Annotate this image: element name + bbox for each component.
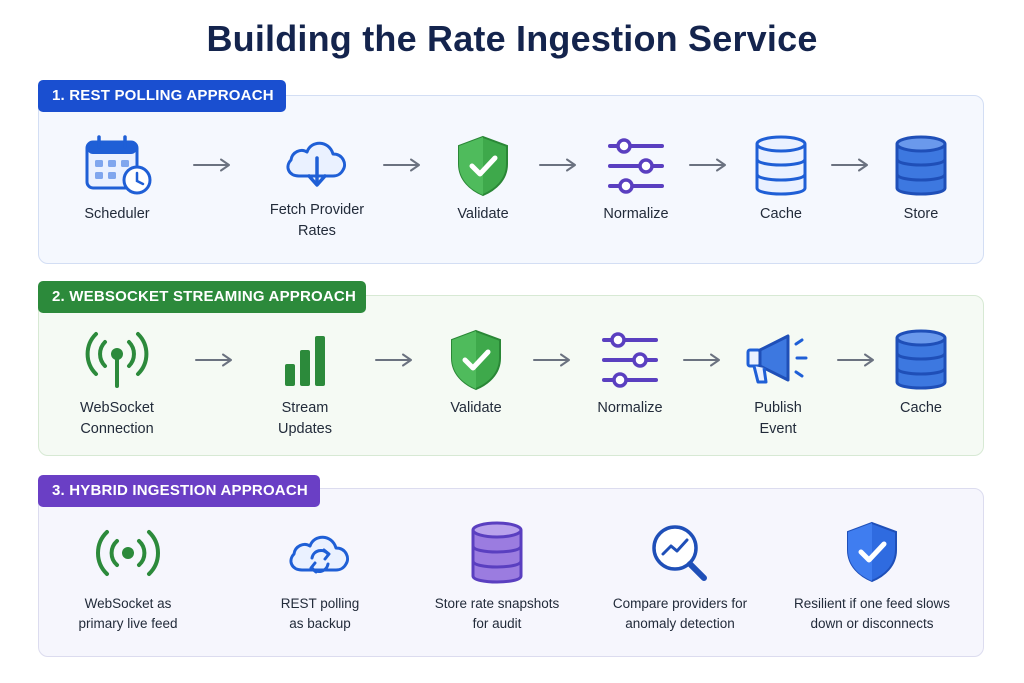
hybrid-item-label: WebSocket as primary live feed bbox=[78, 596, 178, 631]
step-label: Store bbox=[903, 206, 939, 222]
database-icon bbox=[895, 135, 947, 196]
step-label: Normalize bbox=[597, 400, 663, 416]
shield-check-icon bbox=[847, 521, 897, 583]
arrow-right-icon bbox=[194, 353, 234, 367]
step-stream-updates: Stream Updates bbox=[240, 328, 370, 440]
megaphone-icon bbox=[746, 334, 808, 384]
step-label: Validate bbox=[450, 400, 502, 416]
arrow-right-icon bbox=[192, 158, 232, 172]
step-fetch-provider-rates: Fetch Provider Rates bbox=[252, 130, 382, 242]
step-cache: Cache bbox=[856, 328, 986, 419]
arrow-right-icon bbox=[374, 353, 414, 367]
hybrid-item-rest-backup: REST polling as backup bbox=[230, 520, 410, 634]
rest-polling-badge: 1. REST POLLING APPROACH bbox=[38, 80, 286, 112]
step-cache: Cache bbox=[716, 134, 846, 225]
magnifier-chart-icon bbox=[652, 525, 707, 581]
step-label: Normalize bbox=[603, 206, 669, 222]
arrow-right-icon bbox=[382, 158, 422, 172]
hybrid-item-label: Resilient if one feed slows down or disc… bbox=[793, 596, 951, 631]
hybrid-item-label: REST polling as backup bbox=[280, 596, 360, 631]
database-icon bbox=[755, 135, 807, 196]
sliders-icon bbox=[608, 138, 664, 194]
broadcast-signal-icon bbox=[96, 530, 160, 576]
step-label: Cache bbox=[760, 206, 802, 222]
cloud-download-icon bbox=[286, 141, 347, 187]
step-label: WebSocket Connection bbox=[80, 400, 154, 437]
hybrid-item-label: Compare providers for anomaly detection bbox=[612, 596, 748, 631]
hybrid-item-store-snapshots: Store rate snapshots for audit bbox=[407, 520, 587, 634]
hybrid-item-resilient: Resilient if one feed slows down or disc… bbox=[782, 520, 962, 634]
shield-check-icon bbox=[458, 135, 508, 197]
bar-chart-icon bbox=[285, 336, 325, 386]
calendar-clock-icon bbox=[85, 135, 152, 195]
websocket-streaming-panel bbox=[38, 295, 984, 456]
step-label: Stream Updates bbox=[277, 400, 332, 437]
step-label: Publish Event bbox=[754, 400, 802, 437]
database-icon bbox=[471, 521, 523, 584]
database-icon bbox=[895, 329, 947, 390]
broadcast-antenna-icon bbox=[85, 332, 149, 388]
websocket-streaming-badge: 2. WEBSOCKET STREAMING APPROACH bbox=[38, 281, 366, 313]
hybrid-item-websocket-primary: WebSocket as primary live feed bbox=[38, 520, 218, 634]
hybrid-item-compare-providers: Compare providers for anomaly detection bbox=[590, 520, 770, 634]
step-normalize: Normalize bbox=[565, 328, 695, 419]
step-validate: Validate bbox=[418, 134, 548, 225]
hybrid-ingestion-badge: 3. HYBRID INGESTION APPROACH bbox=[38, 475, 320, 507]
sliders-icon bbox=[602, 332, 658, 388]
step-label: Fetch Provider Rates bbox=[269, 202, 365, 239]
step-validate: Validate bbox=[411, 328, 541, 419]
step-label: Validate bbox=[457, 206, 509, 222]
step-publish-event: Publish Event bbox=[713, 328, 843, 440]
step-scheduler: Scheduler bbox=[52, 134, 182, 225]
step-label: Cache bbox=[900, 400, 942, 416]
rest-polling-panel bbox=[38, 95, 984, 264]
page-title: Building the Rate Ingestion Service bbox=[206, 18, 818, 59]
shield-check-icon bbox=[451, 329, 501, 391]
step-normalize: Normalize bbox=[571, 134, 701, 225]
step-store: Store bbox=[856, 134, 986, 225]
cloud-sync-icon bbox=[289, 535, 350, 574]
step-label: Scheduler bbox=[84, 206, 150, 222]
step-websocket-connection: WebSocket Connection bbox=[52, 328, 182, 440]
hybrid-item-label: Store rate snapshots for audit bbox=[434, 596, 560, 631]
